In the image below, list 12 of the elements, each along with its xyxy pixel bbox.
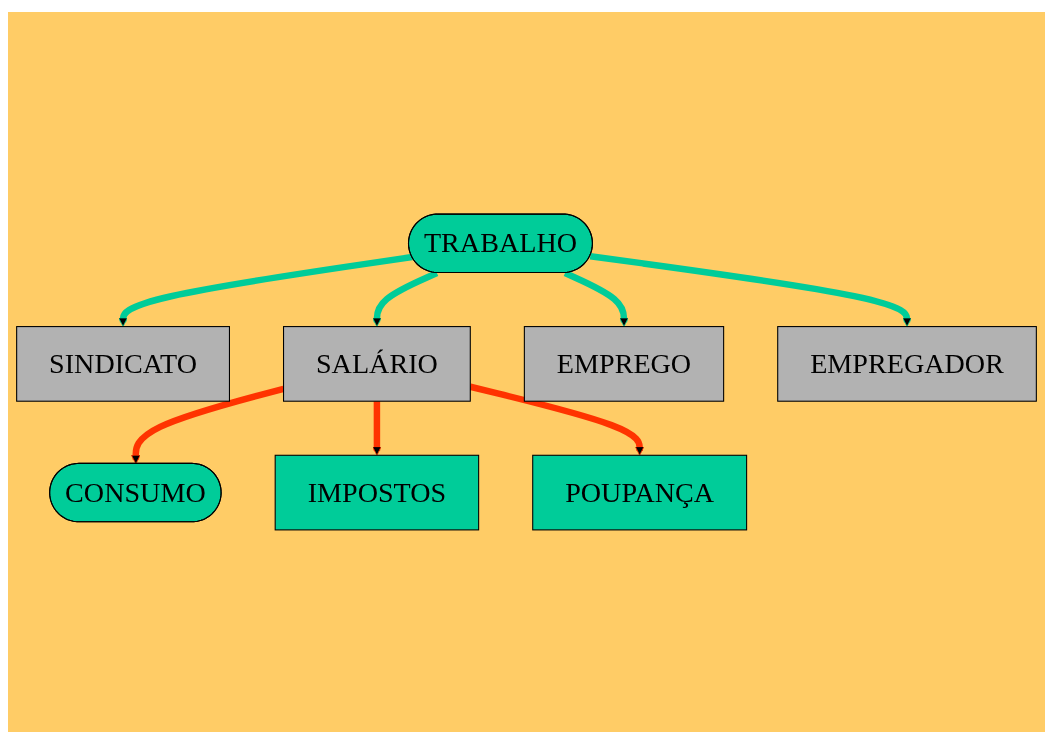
arrow [372, 401, 382, 456]
arrow [563, 270, 629, 327]
node-box: POUPANÇA [532, 454, 748, 531]
node-box: EMPREGO [523, 326, 725, 402]
arrow [372, 270, 439, 327]
node-box: EMPREGADOR [777, 326, 1037, 402]
node-box: SINDICATO [16, 326, 230, 402]
node-box: IMPOSTOS [274, 454, 480, 531]
node-box: SALÁRIO [283, 326, 471, 402]
arrow [589, 252, 912, 327]
arrow [118, 253, 413, 327]
arrow [469, 383, 645, 456]
